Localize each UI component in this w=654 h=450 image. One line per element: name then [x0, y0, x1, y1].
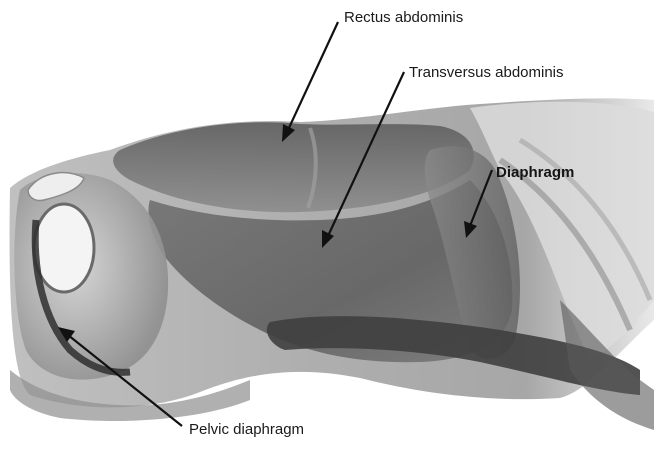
pelvic-inlet [34, 204, 94, 292]
diaphragm-label: Diaphragm [496, 164, 574, 181]
rectus-abdominis-label: Rectus abdominis [344, 9, 463, 26]
pelvic-diaphragm-label: Pelvic diaphragm [189, 421, 304, 438]
transversus-abdominis-label: Transversus abdominis [409, 64, 564, 81]
